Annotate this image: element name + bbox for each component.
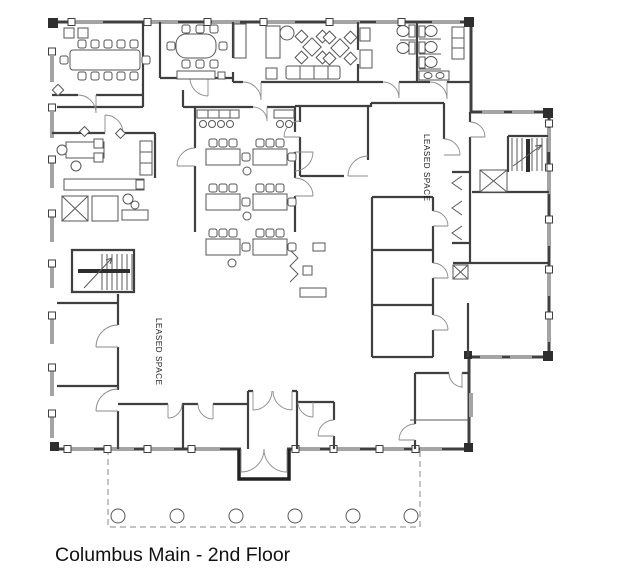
desk-cluster bbox=[205, 138, 251, 166]
canopy-columns bbox=[110, 508, 419, 524]
open-office-desks bbox=[196, 109, 297, 268]
desk-cluster bbox=[205, 183, 251, 211]
drawing-title: Columbus Main - 2nd Floor bbox=[55, 544, 291, 566]
partition-lines bbox=[400, 38, 469, 421]
elevator-main bbox=[61, 195, 119, 222]
entry-vestibule bbox=[237, 449, 291, 481]
cafe-table-2 bbox=[322, 30, 358, 66]
desk-cluster bbox=[252, 183, 297, 211]
private-office-furniture bbox=[56, 125, 153, 221]
windows bbox=[50, 20, 551, 451]
doors bbox=[77, 77, 486, 473]
service-shaft bbox=[452, 264, 469, 280]
conference-room-a-furniture bbox=[51, 27, 151, 97]
conference-room-b-furniture bbox=[166, 24, 228, 80]
labels: LEASED SPACE LEASED SPACE Columbus Main … bbox=[55, 134, 431, 566]
leased-space-label-right: LEASED SPACE bbox=[422, 134, 431, 202]
desk-cluster bbox=[252, 138, 297, 166]
desk-cluster bbox=[252, 228, 297, 256]
elevator-wing bbox=[479, 169, 508, 193]
desk-cluster bbox=[205, 228, 251, 256]
closet-doors bbox=[289, 175, 463, 283]
interior-walls bbox=[52, 22, 549, 449]
couch bbox=[139, 140, 153, 176]
leased-space-label-left: LEASED SPACE bbox=[154, 318, 163, 386]
stairs-main bbox=[78, 254, 133, 290]
entry-canopy bbox=[107, 449, 421, 528]
couch bbox=[285, 65, 341, 80]
restroom-fixtures bbox=[359, 24, 465, 81]
stairs-wing bbox=[511, 138, 548, 172]
copy-room-equipment bbox=[299, 242, 327, 298]
break-room-furniture bbox=[233, 23, 358, 80]
